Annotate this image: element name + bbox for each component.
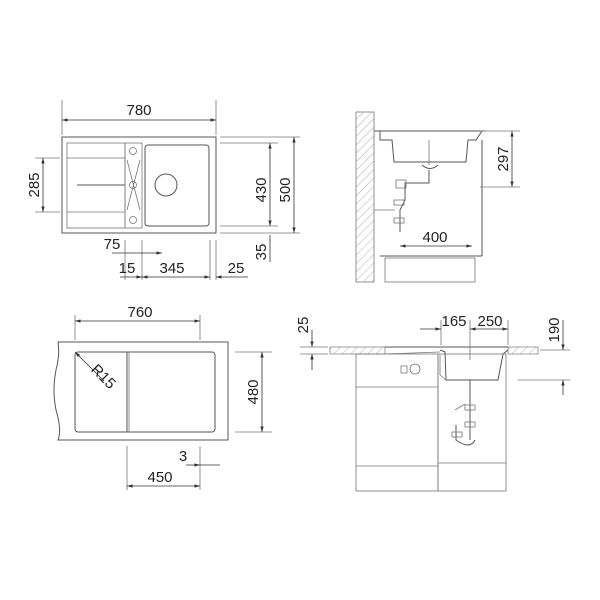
dim-450: 450 xyxy=(147,469,172,486)
dim-297: 297 xyxy=(495,146,512,171)
dim-25: 25 xyxy=(228,260,245,277)
dim-15: 15 xyxy=(119,260,136,277)
dim-480: 480 xyxy=(245,379,262,404)
dim-3: 3 xyxy=(179,448,187,465)
dim-400: 400 xyxy=(422,229,447,246)
front-view: 25 165 250 190 xyxy=(295,313,570,492)
dim-35: 35 xyxy=(253,244,270,261)
dim-165: 165 xyxy=(441,313,466,330)
dim-250: 250 xyxy=(477,313,502,330)
side-view: 297 400 xyxy=(355,111,520,283)
dim-345: 345 xyxy=(159,260,184,277)
dim-760: 760 xyxy=(127,304,152,321)
dim-430: 430 xyxy=(253,177,270,202)
dim-190: 190 xyxy=(546,317,563,342)
dim-780: 780 xyxy=(126,102,151,119)
top-view: 780 285 430 500 35 75 15 345 25 xyxy=(26,100,300,280)
dim-r15: R15 xyxy=(87,361,118,392)
dim-25-worktop: 25 xyxy=(295,317,312,334)
dim-285: 285 xyxy=(26,172,43,197)
cutout-view: R15 760 480 450 3 xyxy=(53,304,272,490)
dim-75: 75 xyxy=(104,236,121,253)
dim-500: 500 xyxy=(277,177,294,202)
